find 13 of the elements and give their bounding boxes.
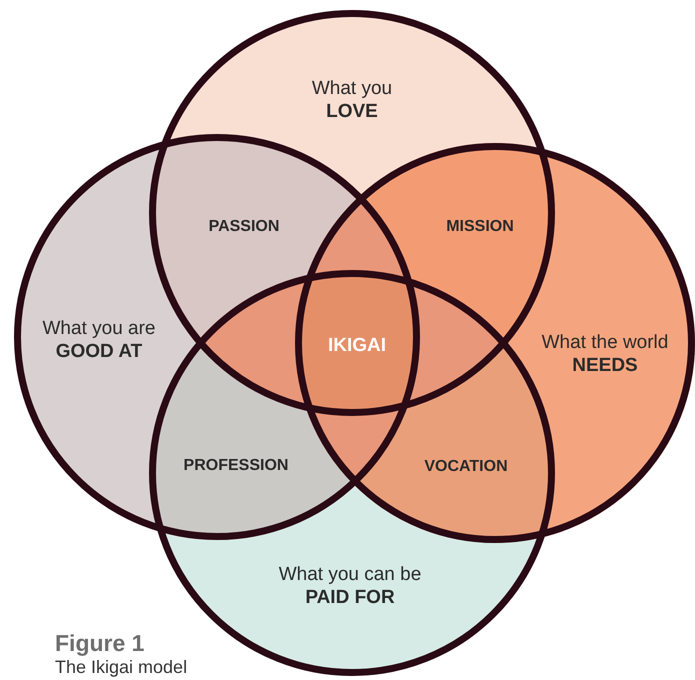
- figure-title: Figure 1: [55, 630, 144, 657]
- circle-label: What you can be PAID FOR: [278, 564, 422, 610]
- venn-circle: [295, 143, 695, 543]
- overlap-label: IKIGAI: [328, 335, 386, 357]
- circle-label: What you LOVE: [310, 78, 394, 124]
- figure-caption: The Ikigai model: [55, 657, 188, 678]
- overlap-label: PROFESSION: [184, 457, 288, 475]
- circle-label: What you are GOOD AT: [42, 318, 156, 364]
- circle-label: What the world NEEDS: [540, 332, 670, 378]
- venn-circle: [14, 134, 420, 540]
- overlap-label: PASSION: [208, 218, 280, 236]
- overlap-label: MISSION: [446, 218, 514, 236]
- overlap-label: VOCATION: [424, 458, 508, 476]
